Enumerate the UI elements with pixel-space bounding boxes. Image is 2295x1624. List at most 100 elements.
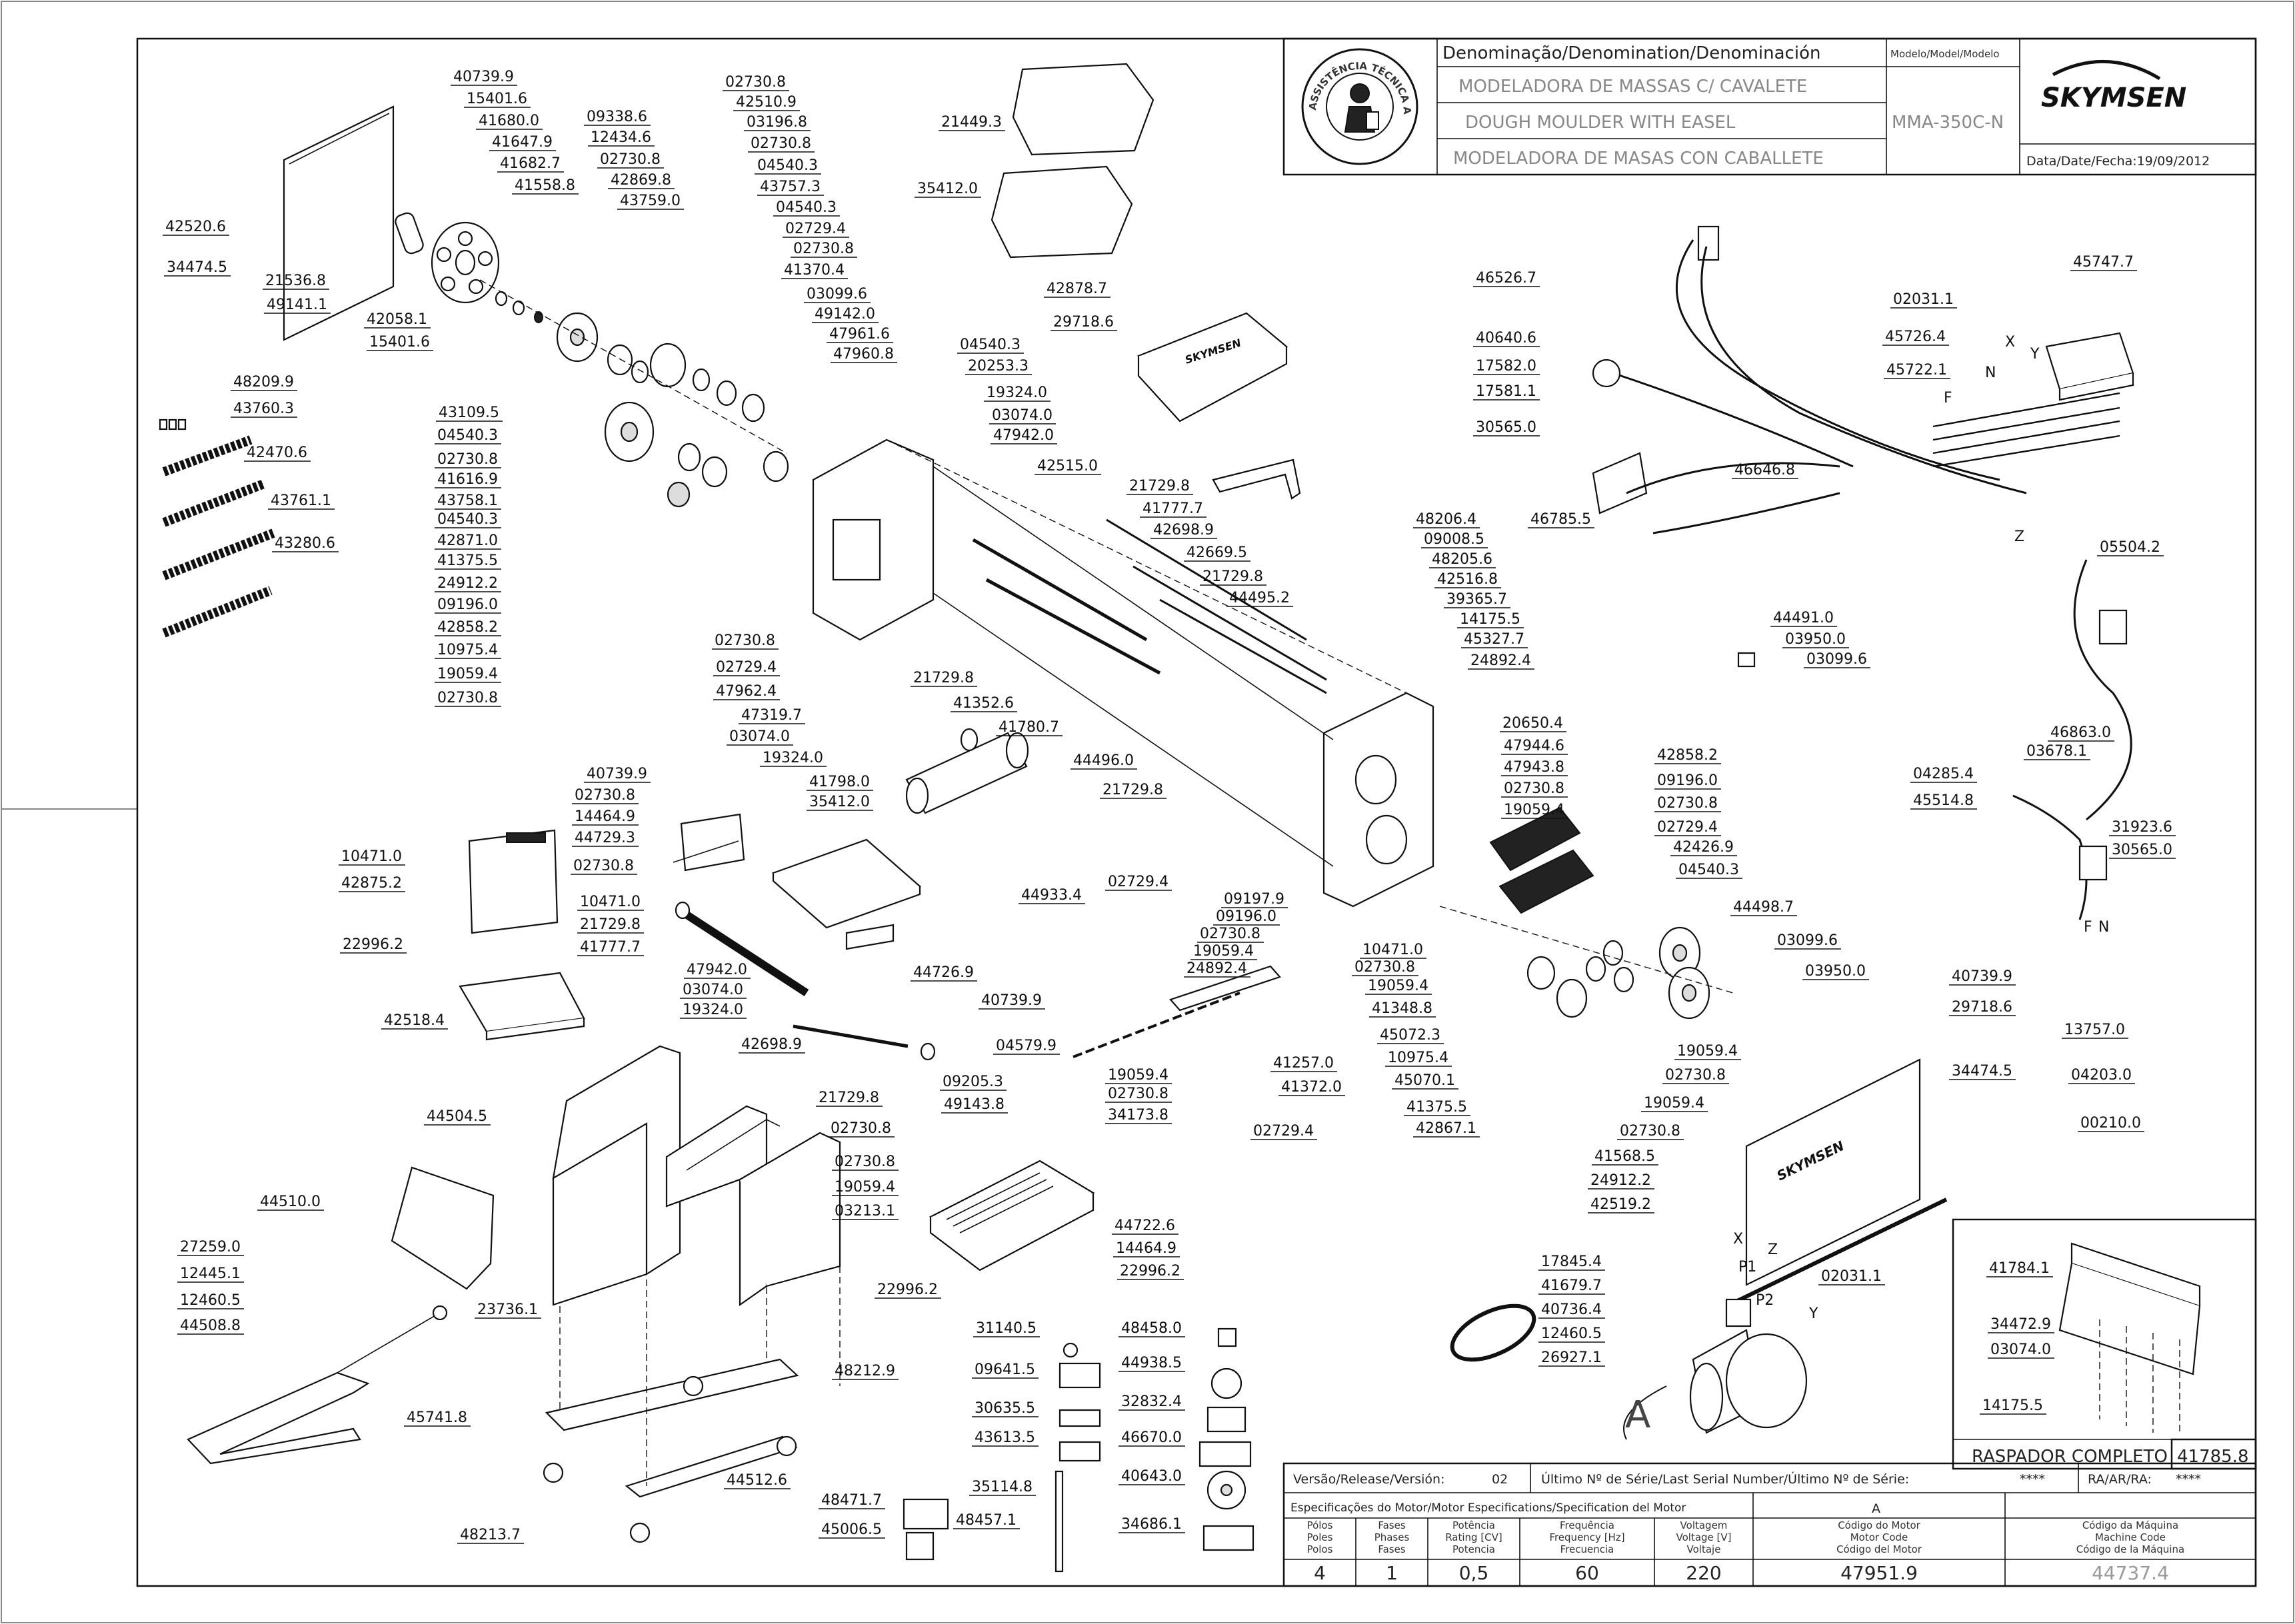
svg-text:Código de la Máquina: Código de la Máquina	[2076, 1543, 2184, 1555]
part-number-label: 47961.6	[829, 326, 890, 343]
part-number-label: 44496.0	[1073, 752, 1134, 769]
part-number-label: 02730.8	[575, 787, 635, 804]
part-number-label: 30565.0	[1476, 419, 1536, 436]
wire-terminal-letter: N	[2098, 919, 2109, 936]
part-number-label: 02729.4	[1108, 874, 1168, 890]
part-number-label: 19059.4	[1368, 978, 1428, 994]
part-number-label: 44495.2	[1229, 590, 1290, 606]
motor-group: A	[1450, 1298, 1808, 1440]
drawing-frame	[136, 37, 2257, 1587]
part-number-label: 12434.6	[591, 129, 651, 146]
part-number-label: 42669.5	[1186, 544, 1247, 561]
part-number-label: 02730.8	[1354, 959, 1415, 976]
spec-header-voltage: Voltagem Voltage [V] Voltaje	[1676, 1519, 1732, 1555]
part-number-label: 19324.0	[987, 385, 1047, 401]
brand-name: SKYMSEN	[2041, 83, 2186, 113]
part-number-label: 42510.9	[736, 94, 797, 111]
part-number-label: 21536.8	[265, 273, 326, 289]
part-number-label: 41682.7	[500, 155, 561, 172]
part-number-label: 42858.2	[437, 619, 498, 636]
spec-header-poles: Pólos Poles Polos	[1307, 1519, 1333, 1555]
part-number-label: 03950.0	[1805, 963, 1866, 980]
part-number-label: 44722.6	[1115, 1218, 1175, 1234]
right-side-plate: SKYMSEN	[1725, 1058, 1948, 1308]
part-number-label: 44498.7	[1733, 899, 1794, 916]
part-number-label: 03950.0	[1785, 631, 1846, 648]
part-number-label: 12460.5	[180, 1292, 241, 1309]
wire-terminal-letter: N	[1985, 365, 1996, 381]
part-number-label: 41375.5	[437, 552, 498, 569]
drawing-date: Data/Date/Fecha:19/09/2012	[2026, 154, 2210, 169]
part-number-label: 42519.2	[1590, 1196, 1651, 1213]
svg-text:Poles: Poles	[1307, 1531, 1333, 1543]
part-number-label: 48213.7	[460, 1527, 521, 1543]
motor-callout-letter: A	[1625, 1393, 1650, 1437]
part-number-label: 19059.4	[1644, 1095, 1704, 1112]
part-number-label: 31923.6	[2112, 819, 2172, 836]
part-number-label: 42875.2	[341, 875, 402, 892]
part-number-label: 42058.1	[367, 311, 427, 328]
part-number-label: 09641.5	[975, 1361, 1035, 1378]
part-number-label: 02729.4	[716, 659, 777, 676]
part-number-label: 42518.4	[384, 1012, 445, 1029]
part-number-label: 48457.1	[956, 1512, 1017, 1529]
part-number-label: 42871.0	[437, 532, 498, 549]
part-number-label: 47960.8	[833, 346, 894, 363]
part-number-label: 41372.0	[1281, 1079, 1342, 1096]
part-number-label: 42470.6	[247, 444, 307, 461]
spec-value-motor-code: 47951.9	[1840, 1562, 1918, 1584]
part-number-label: 42698.9	[1153, 522, 1214, 538]
part-number-label: 41616.9	[437, 471, 498, 488]
part-number-label: 02730.8	[1620, 1123, 1680, 1140]
part-number-label: 40736.4	[1541, 1301, 1602, 1318]
part-number-label: 42878.7	[1047, 281, 1107, 297]
part-number-label: 03099.6	[807, 286, 867, 303]
wire-terminal-letter: Z	[1768, 1241, 1778, 1258]
part-number-label: 02730.8	[1504, 780, 1564, 797]
part-number-label: 34472.9	[1990, 1316, 2051, 1333]
part-number-label: 41647.9	[492, 134, 553, 151]
part-number-label: 04540.3	[776, 199, 837, 216]
left-side-assembly	[283, 105, 789, 508]
chains-group	[159, 418, 275, 638]
part-number-label: 47942.0	[993, 427, 1054, 444]
small-bracket	[1212, 458, 1301, 500]
part-number-label: 44512.6	[727, 1472, 787, 1489]
part-number-label: 20650.4	[1502, 715, 1563, 732]
part-number-label: 19059.4	[1677, 1043, 1738, 1060]
part-number-label: 46670.0	[1121, 1429, 1182, 1446]
main-body-frame	[771, 438, 1434, 929]
part-number-label: 35114.8	[972, 1479, 1033, 1495]
part-number-label: 21449.3	[941, 114, 1002, 131]
part-number-label: 41375.5	[1406, 1099, 1467, 1116]
part-number-label: 40739.9	[1952, 968, 2012, 985]
part-number-label: 45070.1	[1394, 1072, 1455, 1089]
product-name-es: MODELADORA DE MASAS CON CABALLETE	[1453, 149, 1824, 169]
part-labels-layer: 40739.915401.641680.041647.941682.741558…	[163, 69, 2176, 1544]
ra-value: ****	[2176, 1472, 2201, 1487]
part-number-label: 29718.6	[1952, 999, 2012, 1016]
part-number-label: 22996.2	[343, 936, 403, 953]
spec-value-machine-code: 44737.4	[2092, 1562, 2169, 1584]
wire-terminal-letter: Z	[2014, 528, 2024, 545]
part-number-label: 21729.8	[819, 1090, 879, 1106]
part-number-label: 45006.5	[821, 1521, 882, 1538]
svg-text:Fases: Fases	[1378, 1543, 1405, 1555]
part-number-label: 17581.1	[1476, 383, 1536, 400]
part-number-label: 47319.7	[741, 707, 802, 724]
front-guard-group	[459, 813, 1281, 1061]
part-number-label: 32832.4	[1121, 1393, 1182, 1410]
part-number-label: 02031.1	[1821, 1268, 1882, 1285]
part-number-label: 42515.0	[1037, 458, 1098, 474]
part-number-label: 43109.5	[439, 405, 499, 421]
part-number-label: 02730.8	[831, 1120, 891, 1137]
part-number-label: 49141.1	[267, 297, 327, 313]
part-number-label: 09196.0	[1216, 908, 1276, 925]
wire-terminal-letter: Y	[2030, 346, 2040, 363]
part-number-label: 10471.0	[341, 848, 402, 865]
svg-text:ASSISTÊNCIA TÉCNICA AUTORIZADA: ASSISTÊNCIA TÉCNICA AUTORIZADA	[0, 0, 1413, 115]
brand-logo: SKYMSEN	[2041, 60, 2186, 113]
part-number-label: 41798.0	[809, 774, 870, 790]
part-number-label: 02729.4	[1253, 1123, 1314, 1140]
part-number-label: 02031.1	[1893, 291, 1954, 308]
